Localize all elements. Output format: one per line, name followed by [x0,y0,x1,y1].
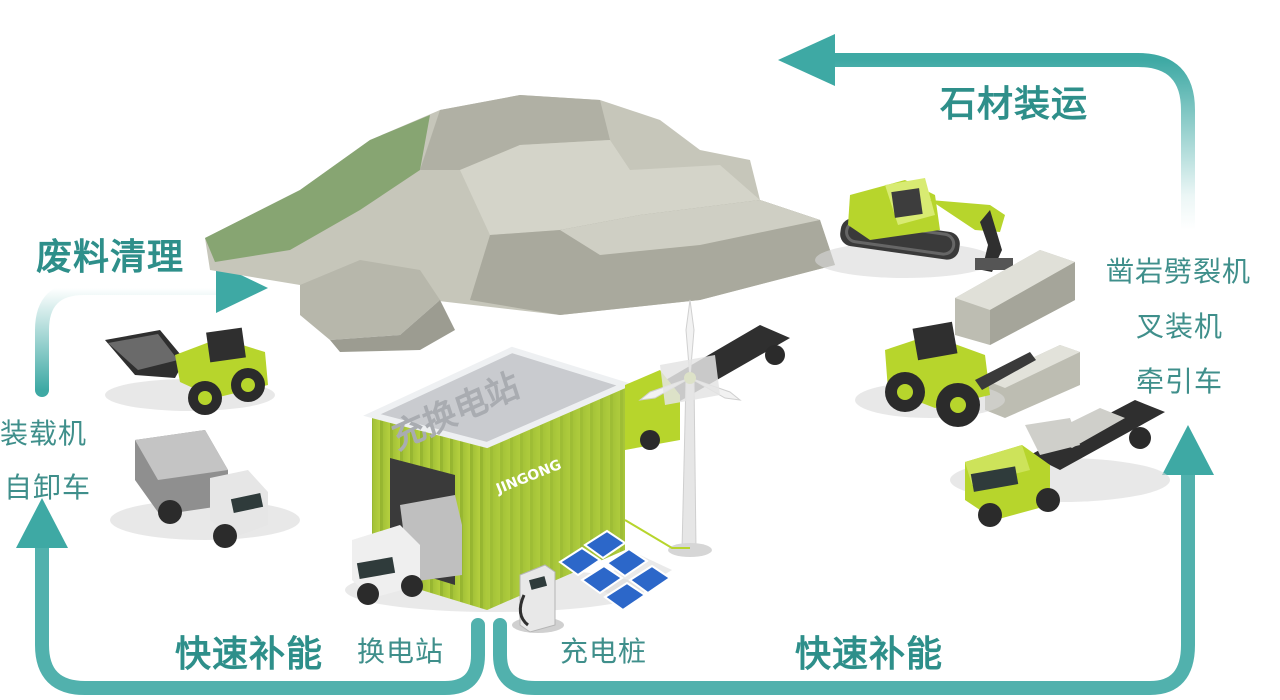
dump-truck [110,430,300,548]
quarry-rock [205,95,835,352]
arrowhead-up-icon [16,498,68,548]
station-roof [372,350,625,445]
wheel-loader [105,327,275,415]
flow-label-waste-cleanup: 废料清理 [36,237,185,278]
equipment-rock-splitter: 凿岩劈裂机 [1106,255,1252,288]
forklift-loader [855,321,1036,427]
tractor-truck [950,400,1170,527]
wind-turbine [638,299,742,557]
flow-arrows [16,34,1214,695]
label-swap-station: 换电站 [357,635,445,668]
arrowhead-right-icon [216,263,268,313]
flow-arrow-stone-loading [823,53,1195,237]
flow-arrow-waste-cleanup [35,281,232,397]
rock-splitter-excavator [815,178,1013,278]
flow-arrow-recharge [35,528,485,695]
flow-arrow-recharge-right [493,463,1195,695]
arrowhead-up-icon [1162,425,1214,475]
arrowhead-left-icon [778,34,835,86]
label-charging-pile: 充电桩 [560,635,648,668]
equipment-tractor: 牵引车 [1136,365,1224,398]
electric-truck-swapping [352,495,462,605]
equipment-dump-truck: 自卸车 [4,471,92,504]
power-cable [624,519,690,549]
flow-label-fast-recharge-right: 快速补能 [795,634,944,675]
stone-blocks [955,250,1080,418]
charging-pile [512,564,564,633]
equipment-loader: 装载机 [0,417,88,450]
equipment-forklift: 叉装机 [1136,310,1224,343]
solar-panels [558,529,672,612]
flow-label-stone-loading: 石材装运 [940,84,1089,125]
flow-label-fast-recharge-left: 快速补能 [175,634,324,675]
